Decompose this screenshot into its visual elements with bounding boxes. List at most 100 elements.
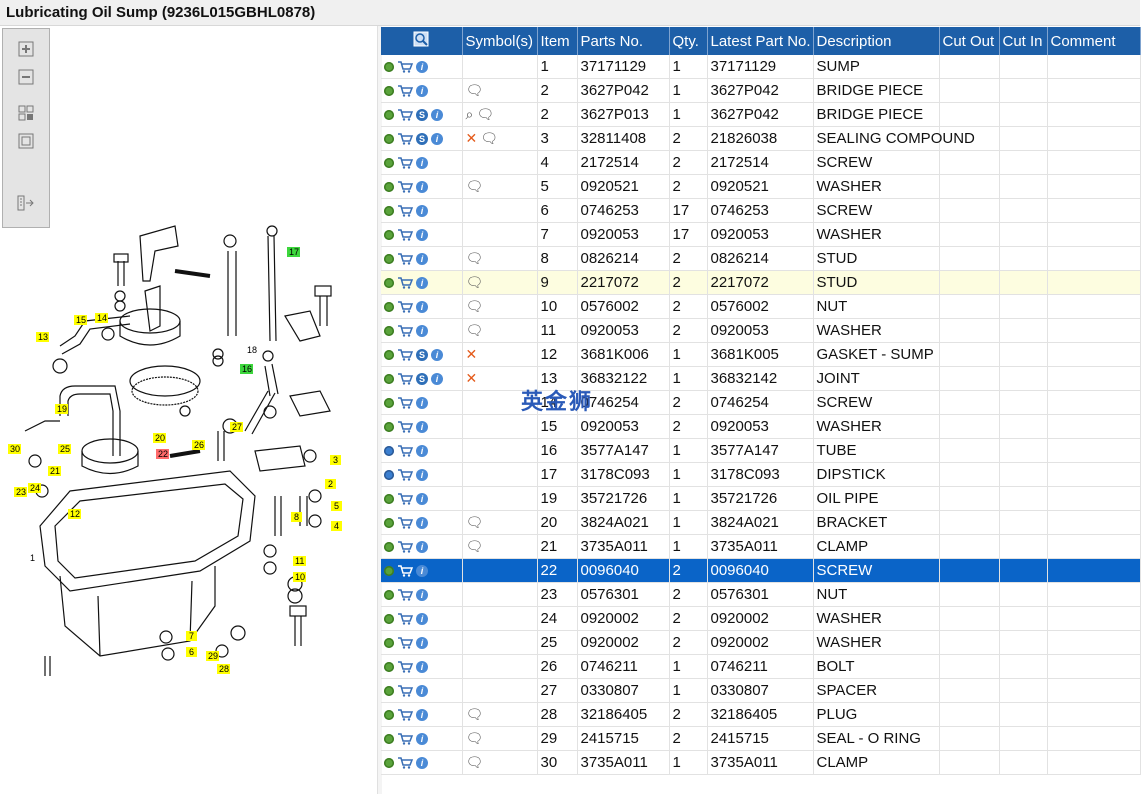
row-actions[interactable]: i xyxy=(381,150,463,175)
gear-icon[interactable] xyxy=(384,542,394,553)
column-header-parts-no[interactable]: Parts No. xyxy=(577,27,670,55)
magnify-note-icon[interactable]: ⌕ xyxy=(465,106,474,122)
info-icon[interactable]: i xyxy=(416,301,428,314)
supersession-icon[interactable]: S xyxy=(416,109,428,122)
gear-icon[interactable] xyxy=(384,614,394,625)
cart-icon[interactable] xyxy=(397,325,414,337)
gear-icon[interactable] xyxy=(384,230,394,241)
info-icon[interactable]: i xyxy=(416,493,428,506)
row-actions[interactable]: i xyxy=(381,462,463,487)
export-button[interactable] xyxy=(15,193,37,213)
info-icon[interactable]: i xyxy=(431,373,443,386)
info-icon[interactable]: i xyxy=(416,709,428,722)
row-actions[interactable]: i xyxy=(381,438,463,463)
cross-icon[interactable]: ✕ xyxy=(465,370,478,386)
cart-icon[interactable] xyxy=(397,661,414,673)
cart-icon[interactable] xyxy=(397,109,414,121)
comment-icon[interactable]: 🗨 xyxy=(465,754,484,770)
gear-icon[interactable] xyxy=(384,734,394,745)
column-header-item[interactable]: Item xyxy=(537,27,578,55)
gear-icon[interactable] xyxy=(384,302,394,313)
cart-icon[interactable] xyxy=(397,421,414,433)
cart-icon[interactable] xyxy=(397,205,414,217)
row-actions[interactable]: i xyxy=(381,78,463,103)
info-icon[interactable]: i xyxy=(416,397,428,410)
gear-icon[interactable] xyxy=(384,110,394,121)
row-actions[interactable]: i xyxy=(381,486,463,511)
row-actions[interactable]: i xyxy=(381,582,463,607)
info-icon[interactable]: i xyxy=(416,253,428,266)
cart-icon[interactable] xyxy=(397,277,414,289)
cart-icon[interactable] xyxy=(397,373,414,385)
gear-icon[interactable] xyxy=(384,422,394,433)
gear-icon[interactable] xyxy=(384,758,394,769)
row-actions[interactable]: i xyxy=(381,510,463,535)
cart-icon[interactable] xyxy=(397,709,414,721)
gear-icon[interactable] xyxy=(384,86,394,97)
gear-icon[interactable] xyxy=(384,158,394,169)
comment-icon[interactable]: 🗨 xyxy=(465,250,484,266)
assembly-gear-icon[interactable] xyxy=(384,446,394,457)
comment-icon[interactable]: 🗨 xyxy=(465,706,484,722)
info-icon[interactable]: i xyxy=(416,517,428,530)
gear-icon[interactable] xyxy=(384,350,394,361)
cart-icon[interactable] xyxy=(397,493,414,505)
fit-button[interactable] xyxy=(15,103,37,123)
column-header-cut-out[interactable]: Cut Out xyxy=(939,27,1000,55)
gear-icon[interactable] xyxy=(384,398,394,409)
row-actions[interactable]: i xyxy=(381,534,463,559)
gear-icon[interactable] xyxy=(384,686,394,697)
gear-icon[interactable] xyxy=(384,374,394,385)
comment-icon[interactable]: 🗨 xyxy=(465,730,484,746)
comment-icon[interactable]: 🗨 xyxy=(465,538,484,554)
gear-icon[interactable] xyxy=(384,278,394,289)
gear-icon[interactable] xyxy=(384,134,394,145)
info-icon[interactable]: i xyxy=(416,181,428,194)
row-actions[interactable]: i xyxy=(381,750,463,775)
cart-icon[interactable] xyxy=(397,733,414,745)
info-icon[interactable]: i xyxy=(416,61,428,74)
exploded-parts-diagram[interactable]: 17 18 16 15 14 13 19 20 22 26 27 25 30 2… xyxy=(0,196,377,676)
row-actions[interactable]: i xyxy=(381,198,463,223)
info-icon[interactable]: i xyxy=(416,421,428,434)
info-icon[interactable]: i xyxy=(416,157,428,170)
gear-icon[interactable] xyxy=(384,62,394,73)
row-actions[interactable]: i xyxy=(381,414,463,439)
zoom-in-button[interactable] xyxy=(15,39,37,59)
cart-icon[interactable] xyxy=(397,181,414,193)
cart-icon[interactable] xyxy=(397,133,414,145)
info-icon[interactable]: i xyxy=(416,445,428,458)
cart-icon[interactable] xyxy=(397,85,414,97)
comment-icon[interactable]: 🗨 xyxy=(476,106,495,122)
info-icon[interactable]: i xyxy=(416,733,428,746)
cart-icon[interactable] xyxy=(397,565,414,577)
row-actions[interactable]: i xyxy=(381,318,463,343)
info-icon[interactable]: i xyxy=(416,565,428,578)
